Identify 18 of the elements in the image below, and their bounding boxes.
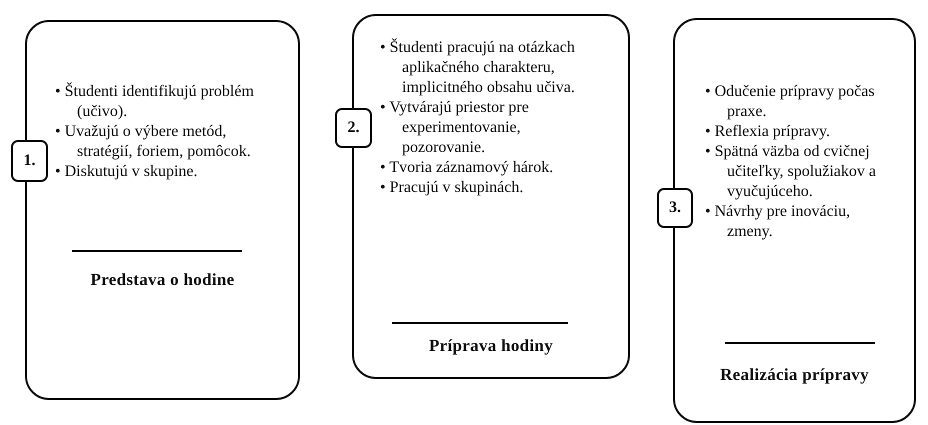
panel-title: Predstava o hodine: [90, 270, 236, 290]
rounded-panel: [25, 20, 300, 400]
step-number: 3.: [657, 188, 693, 228]
bullet-item: • Návrhy pre inováciu, zmeny.: [705, 202, 852, 242]
bullet-item: • Reflexia prípravy.: [705, 122, 831, 142]
bullet-item: • Študenti pracujú na otázkach aplikačného charakteru, implicitného obsahu učiva.: [380, 38, 576, 98]
bullet-item: • Tvoria záznamový hárok.: [380, 158, 554, 178]
step-number: 1.: [11, 140, 48, 182]
bullet-item: • Diskutujú v skupine.: [55, 162, 198, 182]
bullet-item: • Uvažujú o výbere metód, stratégií, foriem, pomôcok.: [55, 122, 252, 162]
bullet-item: • Vytvárajú priestor pre experimentovanie, pozorovanie.: [380, 98, 530, 158]
step-number: 2.: [335, 108, 372, 148]
panel-title: Realizácia prípravy: [719, 365, 870, 385]
panel-title: Príprava hodiny: [428, 336, 554, 356]
bullet-item: • Študenti identifikujú problém (učivo).: [55, 82, 255, 122]
bullet-item: • Pracujú v skupinách.: [380, 178, 524, 198]
bullet-item: • Odučenie prípravy počas praxe.: [705, 82, 876, 122]
bullet-item: • Spätná väzba od cvičnej učiteľky, spolužiakov a vyučujúceho.: [705, 142, 877, 202]
